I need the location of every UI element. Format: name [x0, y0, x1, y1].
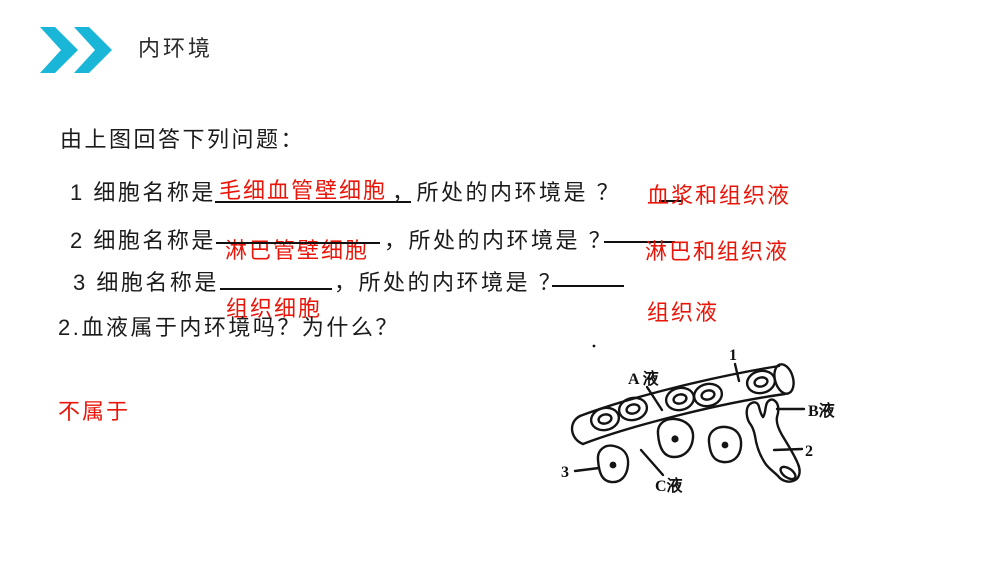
diagram-label-2: 2: [805, 443, 813, 460]
lymph-vessel: [745, 398, 801, 483]
question-3-answer: 组织液: [647, 300, 720, 325]
leader-line-1: [733, 362, 741, 383]
question-2-blank-answer: 淋巴管壁细胞: [225, 238, 370, 263]
leader-line-c: [639, 448, 665, 477]
blood-answer: 不属于: [58, 399, 131, 424]
blank-underline-1: [215, 201, 411, 203]
fluid-c-label: C液: [655, 476, 684, 495]
leader-line-a: [645, 385, 664, 412]
question-3-suffix: ，所处的内环境是 ？: [334, 270, 564, 295]
intro-text: 由上图回答下列问题：: [60, 127, 306, 152]
page-title: 内环境: [138, 36, 214, 61]
question-1-answer: 血浆和组织液: [647, 183, 792, 208]
question-1-blank-answer: 毛细血管壁细胞: [219, 178, 388, 203]
diagram-label-1: 1: [729, 347, 737, 364]
leader-line-2: [772, 447, 804, 452]
cell-nuclei: [592, 344, 729, 469]
question-1-prefix: 1 细胞名称是: [70, 180, 216, 205]
fluid-b-label: B液: [808, 401, 836, 420]
question-3-prefix: 3 细胞名称是: [73, 270, 219, 295]
blank-underline-2: [216, 242, 380, 244]
blank-underline-3: [220, 288, 332, 290]
question-2-prefix: 2 细胞名称是: [70, 228, 216, 253]
question-2-suffix: ，所处的内环境是 ？: [384, 228, 614, 253]
fluid-a-label: A 液: [628, 369, 660, 388]
blood-question: 2.血液属于内环境吗？为什么？: [58, 315, 400, 340]
question-3-blank-answer: 组织细胞: [226, 296, 323, 321]
red-blood-cells: [589, 369, 777, 432]
diagram-label-3: 3: [561, 464, 569, 481]
answer-underline-3: [552, 285, 624, 287]
question-2-answer: 淋巴和组织液: [645, 239, 790, 264]
tissue-cells: [596, 417, 743, 484]
question-1-suffix: ，所处的内环境是 ？: [392, 180, 622, 205]
answer-dash-2: [604, 241, 675, 243]
underline-fragment-1: [659, 200, 683, 202]
leader-line-3: [573, 466, 601, 473]
fast-forward-chevrons-icon: [40, 27, 112, 73]
diagram-figure: 1 A 液 B液 2 3 C液: [561, 344, 836, 495]
